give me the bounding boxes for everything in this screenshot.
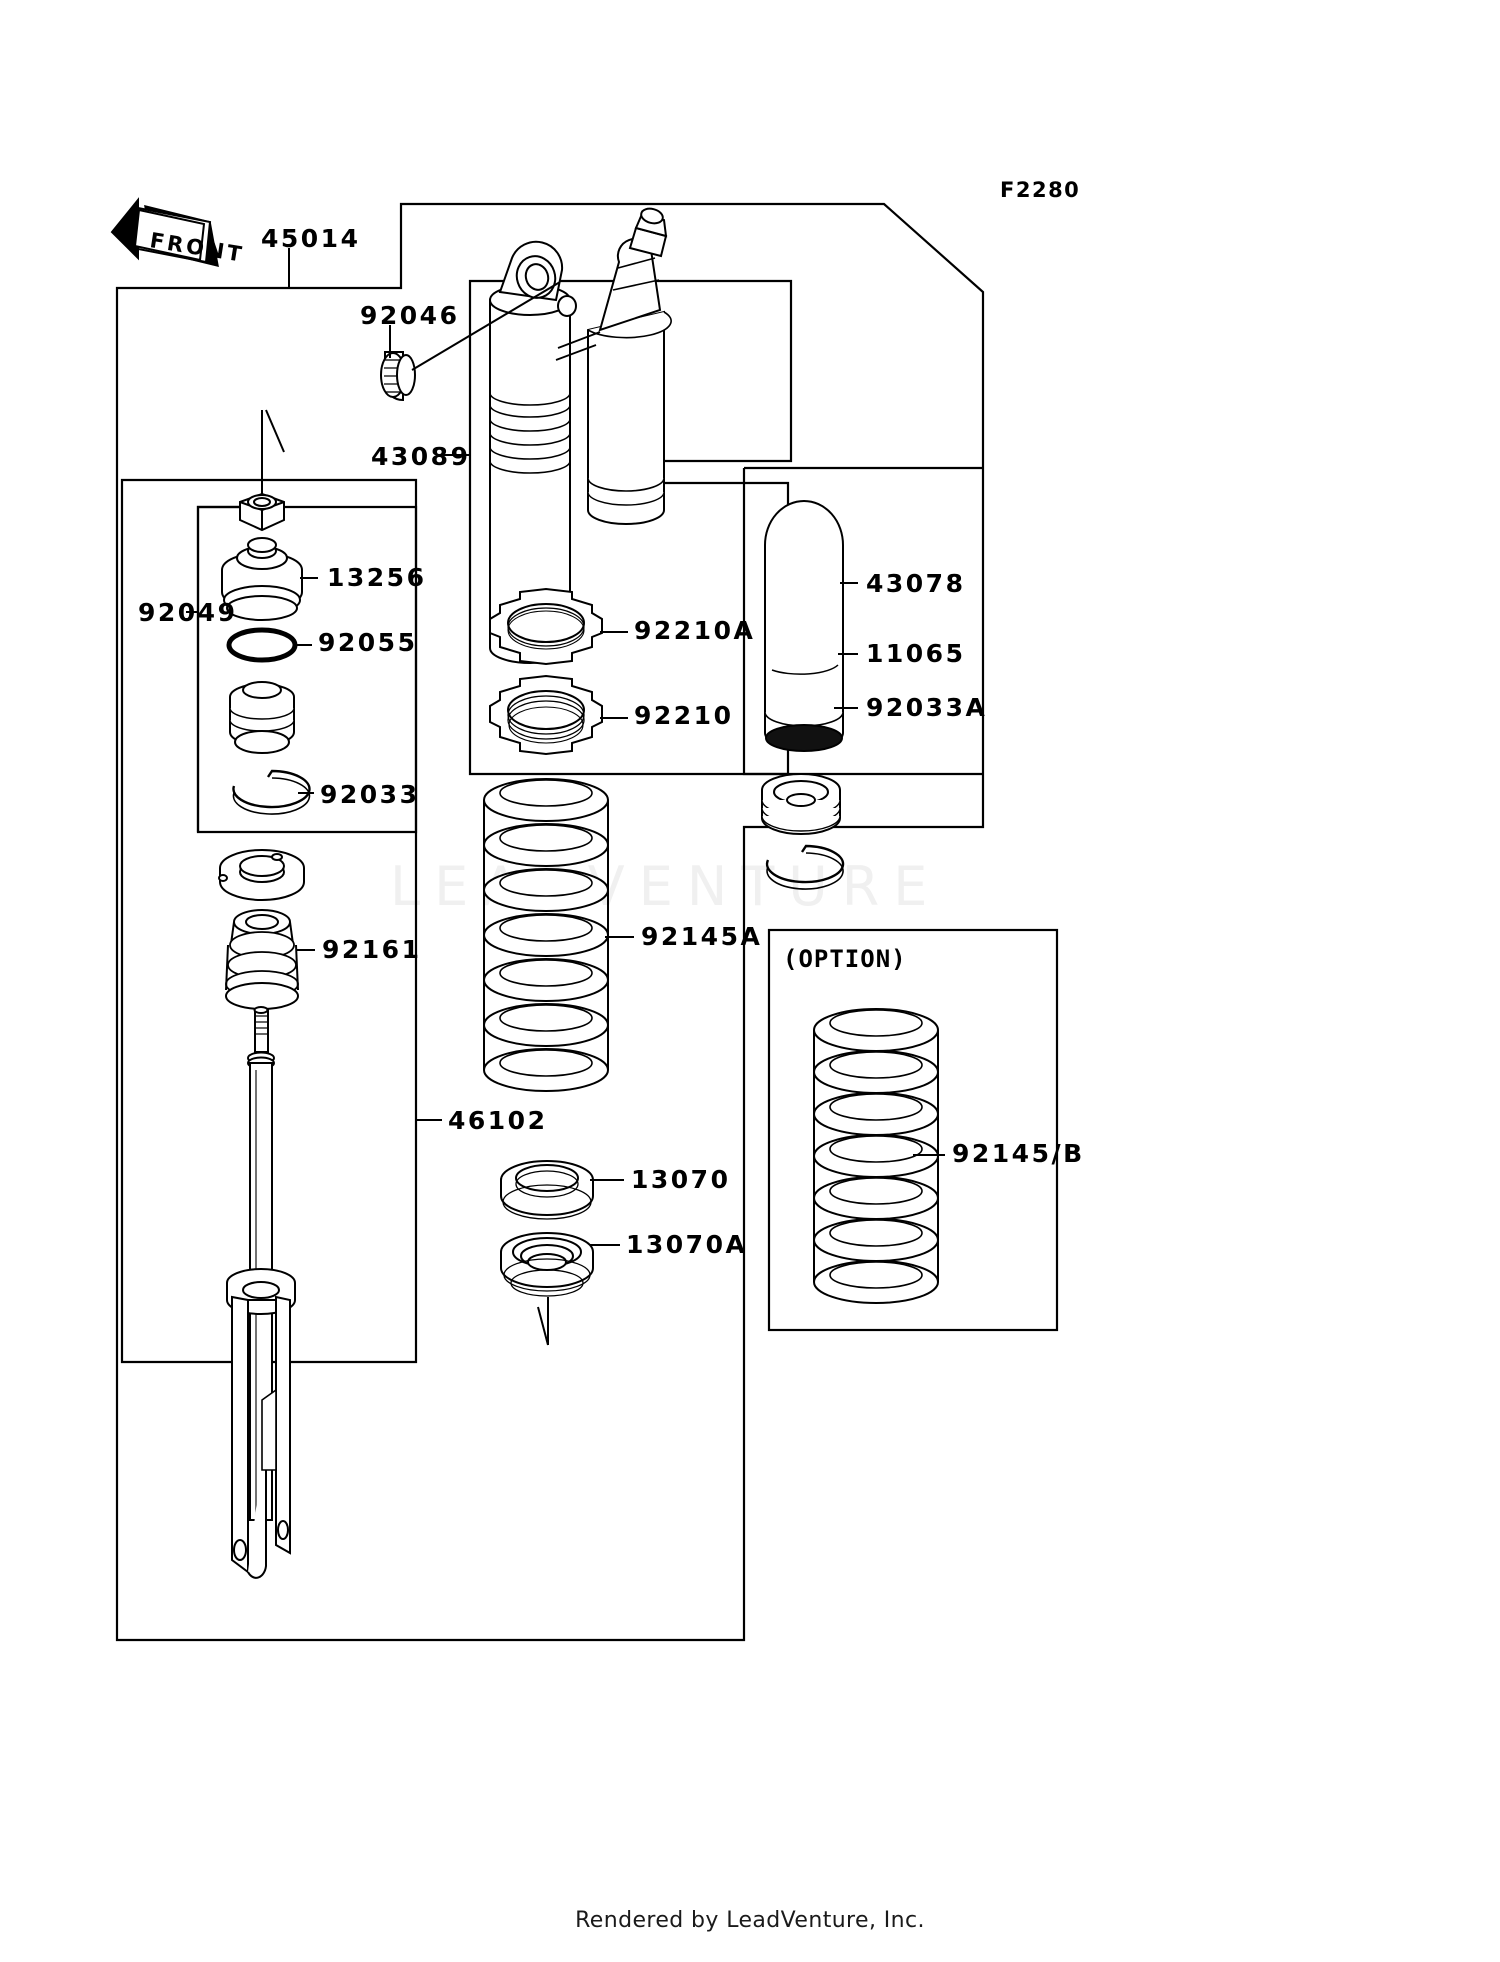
option-box-label: (OPTION) [783,945,907,973]
callout-43078: 43078 [866,569,966,598]
callout-92033A: 92033A [866,693,988,722]
callout-13070A: 13070A [626,1230,748,1259]
callout-92145A: 92145A [641,922,763,951]
callout-92055: 92055 [318,628,418,657]
callout-45014: 45014 [261,224,361,253]
callout-13070: 13070 [631,1165,731,1194]
callout-46102: 46102 [448,1106,548,1135]
footer-credit: Rendered by LeadVenture, Inc. [575,1908,925,1933]
callout-92210: 92210 [634,701,734,730]
leader-lines [186,248,945,1346]
main-spring-art [483,778,609,1092]
front-arrow-glyph [110,197,219,268]
callout-92210A: 92210A [634,616,756,645]
callout-92049: 92049 [138,598,238,627]
callout-11065: 11065 [866,639,966,668]
callout-92161: 92161 [322,935,422,964]
callout-92033: 92033 [320,780,420,809]
ring-nut-art [489,674,603,756]
callout-92145B: 92145/B [952,1139,1085,1168]
callout-13256: 13256 [327,563,427,592]
sheet-code: F2280 [1000,178,1081,202]
callout-43089: 43089 [371,442,471,471]
callout-92046: 92046 [360,301,460,330]
